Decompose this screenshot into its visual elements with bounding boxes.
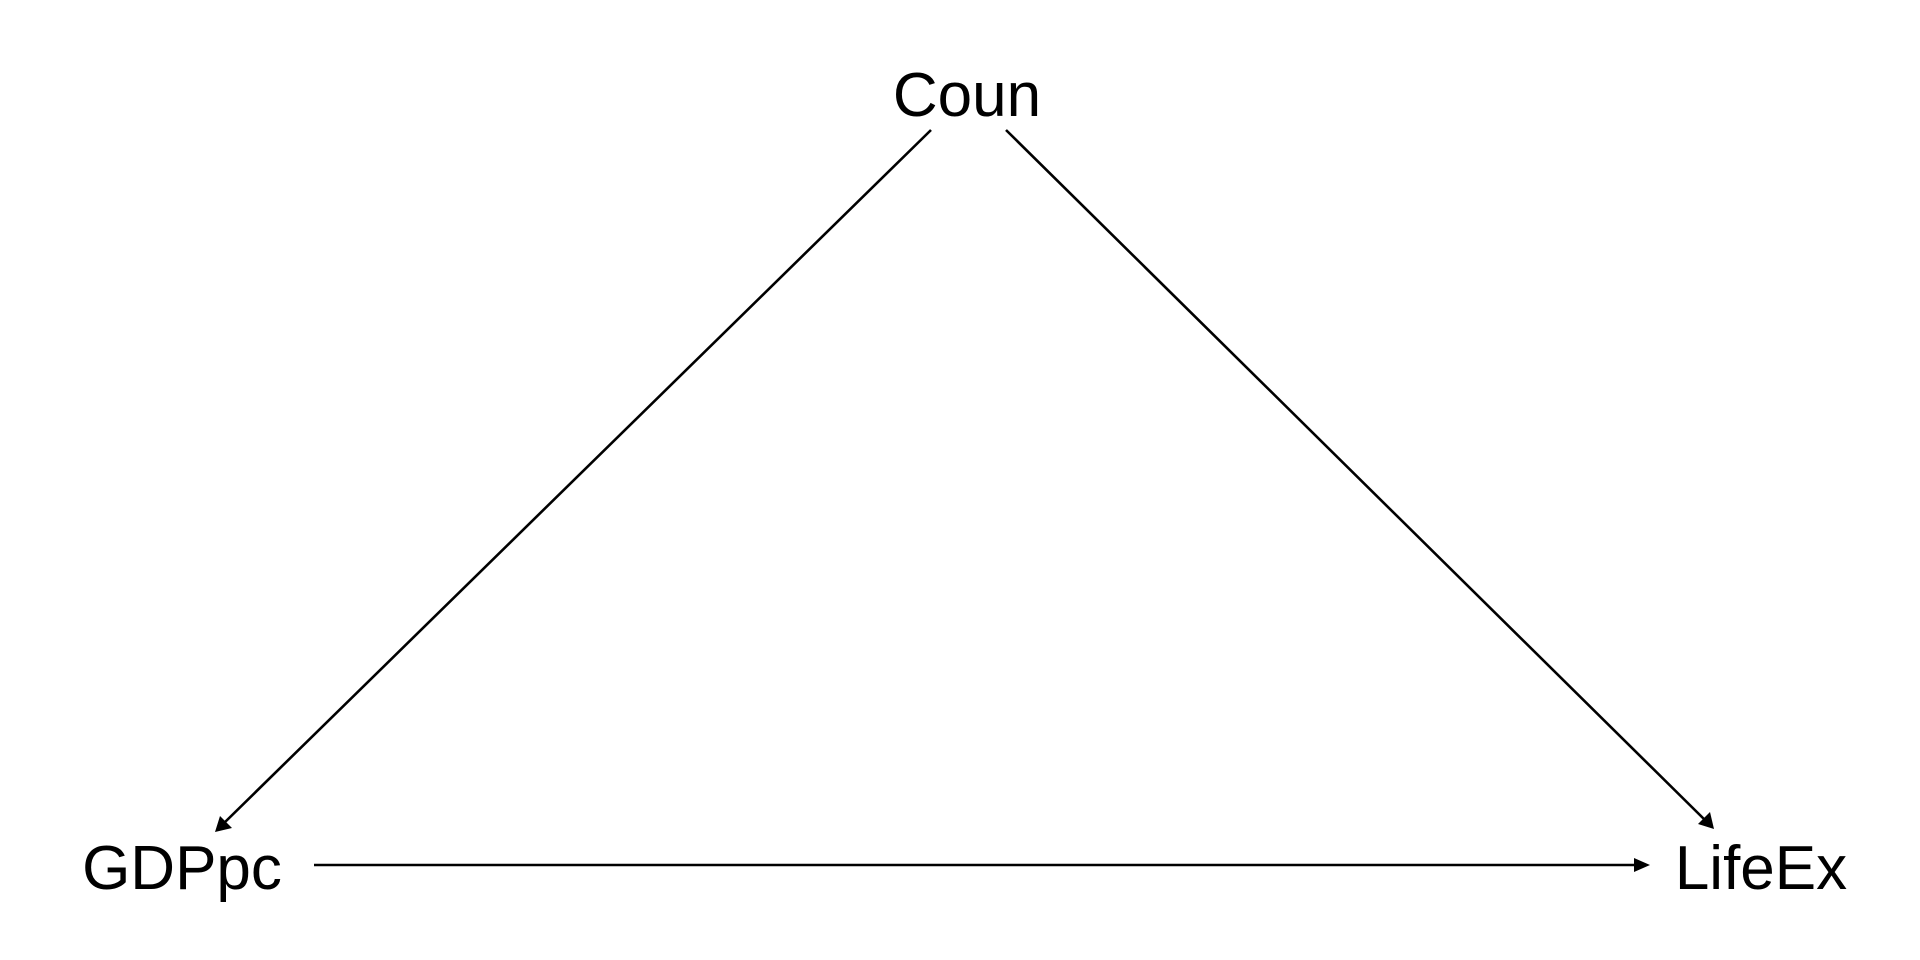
node-lifeex[interactable]: LifeEx [1675, 834, 1847, 903]
edge-gdppc-lifeex [314, 858, 1650, 872]
node-gdppc[interactable]: GDPpc [82, 834, 282, 903]
arrowhead-icon [1698, 812, 1714, 829]
edge-line [1005, 129, 1708, 823]
node-coun[interactable]: Coun [893, 61, 1041, 130]
edge-coun-lifeex [1005, 129, 1714, 829]
arrowhead-icon [215, 816, 232, 832]
edge-line [221, 129, 932, 826]
edge-coun-gdppc [215, 129, 932, 832]
arrowhead-icon [1634, 858, 1650, 872]
